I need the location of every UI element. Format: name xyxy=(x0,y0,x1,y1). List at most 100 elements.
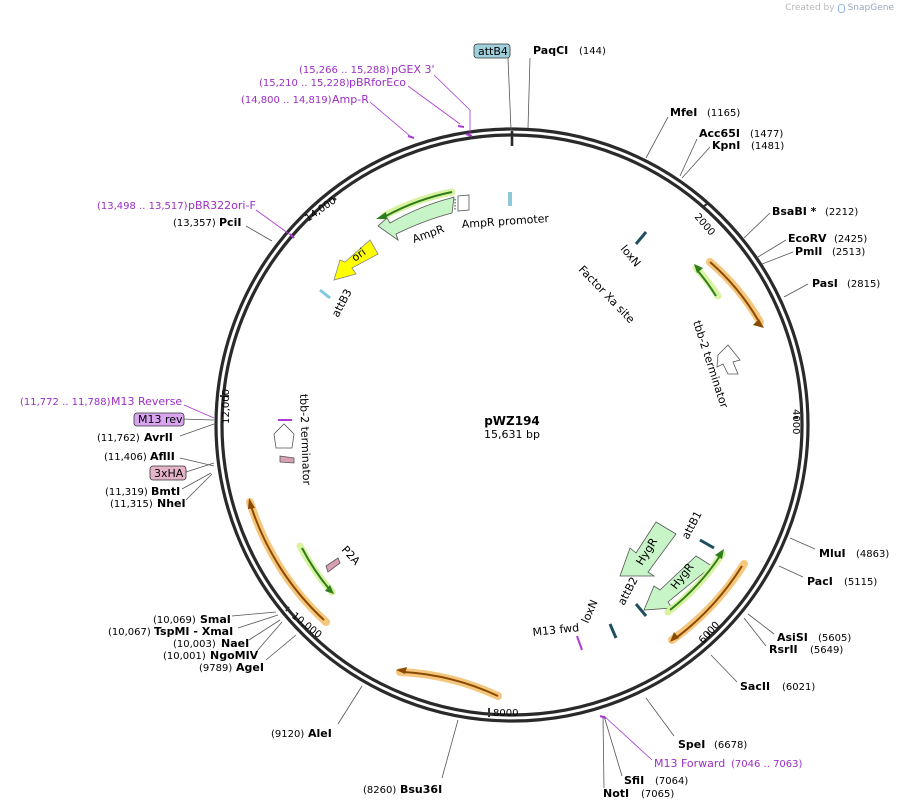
tbb2-right-terminator xyxy=(716,344,741,375)
snapgene-logo-icon xyxy=(837,3,845,13)
site-pos: (7064) xyxy=(655,776,688,787)
site-name: TspMI - XmaI xyxy=(154,625,233,638)
m13-rev-leader xyxy=(179,418,215,421)
site-pos: (6678) xyxy=(714,740,747,751)
tick-mark xyxy=(703,203,708,207)
site-leader xyxy=(231,611,277,617)
site-leader xyxy=(710,654,738,683)
site-leader xyxy=(441,719,459,779)
primer-name: Amp-R xyxy=(332,93,369,106)
restriction-sites: PaqCI (144) MfeI (1165) Acc65I (1477) Kp… xyxy=(97,44,889,800)
site-leader xyxy=(265,634,297,661)
site-leader xyxy=(256,621,283,652)
tick-label: 8000 xyxy=(493,708,518,719)
site-name: SpeI xyxy=(678,738,705,751)
site-pos: (1165) xyxy=(707,108,740,119)
site-pos: (11,762) xyxy=(97,433,140,444)
loxn-top-marker xyxy=(634,231,648,245)
site-name: PciI xyxy=(219,216,241,229)
hygr-orf-arrow xyxy=(669,555,721,611)
hygr-outer-feature xyxy=(619,521,677,577)
orf-bottom-halo xyxy=(396,668,502,700)
primer-leader xyxy=(433,74,471,136)
primer-name: pBRforEco xyxy=(349,76,406,89)
m13-fwd-label: M13 fwd xyxy=(532,621,580,639)
site-pos: (2815) xyxy=(847,279,880,290)
3xha-box xyxy=(149,465,187,481)
backbone xyxy=(214,127,810,723)
tick-mark xyxy=(332,196,337,201)
site-leader xyxy=(179,457,215,467)
tick-mark xyxy=(285,606,290,612)
tbb2-left-label: tbb-2 terminator xyxy=(297,394,313,486)
3xha-leader xyxy=(185,462,215,473)
primer-marker xyxy=(407,135,415,139)
site-name: PasI xyxy=(812,277,838,290)
hygr-orf-arrowhead xyxy=(715,549,724,559)
created-by-text: Created by xyxy=(785,3,835,13)
primer-pos: (11,772 .. 11,788) xyxy=(20,397,111,408)
attb3-marker xyxy=(319,288,331,300)
site-name: MfeI xyxy=(670,106,697,119)
primer-name: M13 Forward xyxy=(654,757,725,770)
m13-rev-box xyxy=(133,412,185,427)
site-pos: (5115) xyxy=(844,577,877,588)
site-pos: (10,067) xyxy=(108,627,151,638)
site-leader xyxy=(248,619,281,641)
site-name: Bsu36I xyxy=(400,783,442,796)
site-leader xyxy=(743,212,771,239)
site-leader xyxy=(645,697,675,737)
site-pos: (2425) xyxy=(834,234,867,245)
site-leader xyxy=(778,565,804,578)
site-pos: (2212) xyxy=(825,207,858,218)
attb2-label: attB2 xyxy=(615,575,641,608)
site-leader xyxy=(603,715,623,777)
site-pos: (6021) xyxy=(782,682,815,693)
primer-pos: (7046 .. 7063) xyxy=(731,759,803,770)
m13-rev-label: M13 rev xyxy=(138,413,183,426)
ampr-promoter-marker xyxy=(508,192,512,206)
primer-leader xyxy=(183,404,215,419)
site-leader xyxy=(789,537,816,550)
site-name: RsrII xyxy=(769,643,798,656)
site-pos: (10,001) xyxy=(163,651,206,662)
brand-text: SnapGene xyxy=(847,3,894,13)
site-name: SacII xyxy=(740,680,770,693)
orf-right-arrowhead xyxy=(694,264,703,273)
tick-label: 12,000 xyxy=(221,389,232,424)
loxn-bottom-marker xyxy=(608,623,618,639)
primer-leader xyxy=(255,209,293,237)
created-by-badge: Created by SnapGene xyxy=(785,3,894,13)
attb1-label: attB1 xyxy=(679,509,705,542)
site-pos: (144) xyxy=(579,46,606,57)
orf-left-arrow xyxy=(250,505,325,621)
site-pos: (7065) xyxy=(641,789,674,800)
site-name: AleI xyxy=(308,727,332,740)
site-leader xyxy=(602,715,605,789)
site-pos: (5605) xyxy=(818,633,851,644)
p2a-label: P2A xyxy=(339,543,363,568)
site-pos: (8260) xyxy=(363,785,396,796)
plasmid-size: 15,631 bp xyxy=(484,428,540,441)
boxed-features: attB4 M13 rev 3xHA xyxy=(133,43,512,481)
site-leader xyxy=(179,423,215,437)
site-pos: (1477) xyxy=(750,129,783,140)
tbb2-right-arrowhead xyxy=(753,319,764,328)
attb1-marker xyxy=(699,538,715,550)
site-leader xyxy=(783,283,809,298)
tick-label: 6000 xyxy=(697,620,722,646)
site-pos: (2513) xyxy=(832,247,865,258)
site-name: NotI xyxy=(603,787,629,800)
primer-name: pBR322ori-F xyxy=(188,199,256,212)
primer-pos: (15,210 .. 15,228) xyxy=(259,78,350,89)
orf-bottom-arrow xyxy=(403,671,499,697)
site-name: PacI xyxy=(807,575,833,588)
site-pos: (11,319) xyxy=(105,487,148,498)
ampr-orf-arrowhead xyxy=(376,212,387,219)
site-pos: (9789) xyxy=(199,663,232,674)
loxn-bottom-label: loxN xyxy=(579,598,601,625)
site-name: KpnI xyxy=(712,139,740,152)
site-pos: (11,315) xyxy=(110,499,153,510)
site-name: AsiSI xyxy=(777,631,808,644)
ampr-promoter-feature xyxy=(457,194,470,212)
